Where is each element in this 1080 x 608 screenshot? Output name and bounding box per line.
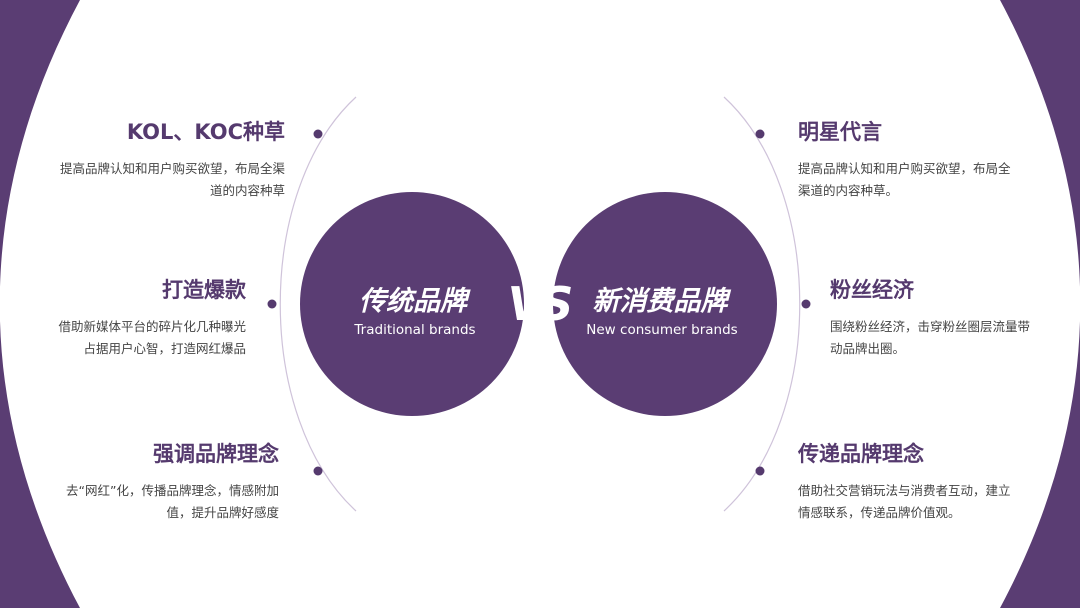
right-item-brand-values: 传递品牌理念 借助社交营销玩法与消费者互动，建立情感联系，传递品牌价值观。 <box>798 440 1038 524</box>
left-item-title: 强调品牌理念 <box>153 442 279 466</box>
left-arc <box>279 96 357 512</box>
left-item-desc: 去“网红”化，传播品牌理念，情感附加值，提升品牌好感度 <box>66 483 279 520</box>
left-item-title: KOL、KOC种草 <box>126 120 285 144</box>
right-item-fan-economy: 粉丝经济 围绕粉丝经济，击穿粉丝圈层流量带动品牌出圈。 <box>830 276 1070 360</box>
right-item-title: 传递品牌理念 <box>798 442 924 466</box>
right-side-band <box>1000 0 1080 608</box>
left-item-brand-concept: 强调品牌理念 去“网红”化，传播品牌理念，情感附加值，提升品牌好感度 <box>39 440 279 524</box>
left-dot-3 <box>313 466 323 476</box>
left-item-hot-product: 打造爆款 借助新媒体平台的碎片化几种曝光占据用户心智，打造网红爆品 <box>6 276 246 360</box>
vs-label: VS <box>508 277 572 331</box>
right-item-desc: 提高品牌认知和用户购买欲望，布局全渠道的内容种草。 <box>798 161 1011 198</box>
left-side-band <box>0 0 80 608</box>
right-item-desc: 围绕粉丝经济，击穿粉丝圈层流量带动品牌出圈。 <box>830 319 1031 356</box>
left-circle-title: 传统品牌 <box>359 286 471 317</box>
right-item-celebrity: 明星代言 提高品牌认知和用户购买欲望，布局全渠道的内容种草。 <box>798 118 1038 202</box>
left-item-desc: 借助新媒体平台的碎片化几种曝光占据用户心智，打造网红爆品 <box>58 319 246 356</box>
right-circle-title: 新消费品牌 <box>593 286 732 317</box>
right-item-title: 粉丝经济 <box>830 278 914 302</box>
right-circle-subtitle: New consumer brands <box>586 322 737 338</box>
left-dot-1 <box>313 129 323 139</box>
right-dot-2 <box>801 299 811 309</box>
left-item-kol-koc: KOL、KOC种草 提高品牌认知和用户购买欲望，布局全渠道的内容种草 <box>45 118 285 202</box>
right-dot-1 <box>755 129 765 139</box>
left-item-desc: 提高品牌认知和用户购买欲望，布局全渠道的内容种草 <box>59 161 285 198</box>
left-item-title: 打造爆款 <box>162 278 246 302</box>
new-consumer-brands-circle <box>553 192 777 416</box>
right-arc <box>723 96 801 512</box>
traditional-brands-circle <box>300 192 524 416</box>
left-dot-2 <box>267 299 277 309</box>
right-item-desc: 借助社交营销玩法与消费者互动，建立情感联系，传递品牌价值观。 <box>798 483 1011 520</box>
right-item-title: 明星代言 <box>798 120 882 144</box>
right-dot-3 <box>755 466 765 476</box>
left-circle-subtitle: Traditional brands <box>353 322 475 338</box>
